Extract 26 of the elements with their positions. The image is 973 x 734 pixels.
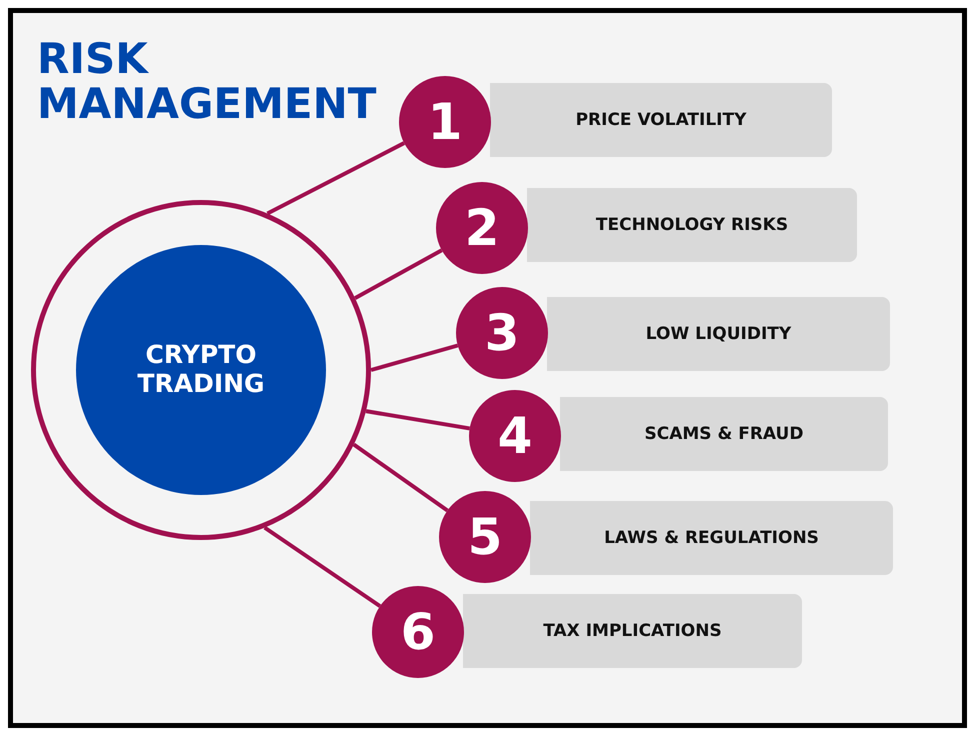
title: RISK MANAGEMENT [37, 36, 378, 127]
topic-label: TECHNOLOGY RISKS [596, 215, 788, 235]
step-number: 1 [428, 93, 462, 151]
topic-bar [560, 397, 888, 471]
step-number: 5 [468, 508, 502, 566]
connector-line [352, 442, 449, 512]
connector-line [370, 344, 458, 372]
topic-bar [530, 501, 893, 575]
step-number: 2 [464, 199, 500, 257]
connector-line [266, 141, 406, 216]
hub-label: CRYPTO TRADING [136, 341, 266, 399]
step-number: 6 [400, 603, 436, 661]
connector-line [366, 409, 470, 430]
topic-bar [490, 83, 832, 157]
topic-label: PRICE VOLATILITY [576, 110, 746, 130]
topic-bar [547, 297, 890, 371]
topic-bar [527, 188, 857, 262]
topic-label: TAX IMPLICATIONS [543, 621, 722, 641]
topic-label: SCAMS & FRAUD [644, 424, 804, 444]
topic-label: LAWS & REGULATIONS [604, 528, 819, 548]
topic-label: LOW LIQUIDITY [646, 324, 792, 344]
topic-bar [463, 594, 802, 668]
connector-line [354, 248, 443, 300]
connector-line [264, 526, 382, 608]
step-number: 3 [484, 304, 520, 362]
step-number: 4 [498, 407, 532, 465]
